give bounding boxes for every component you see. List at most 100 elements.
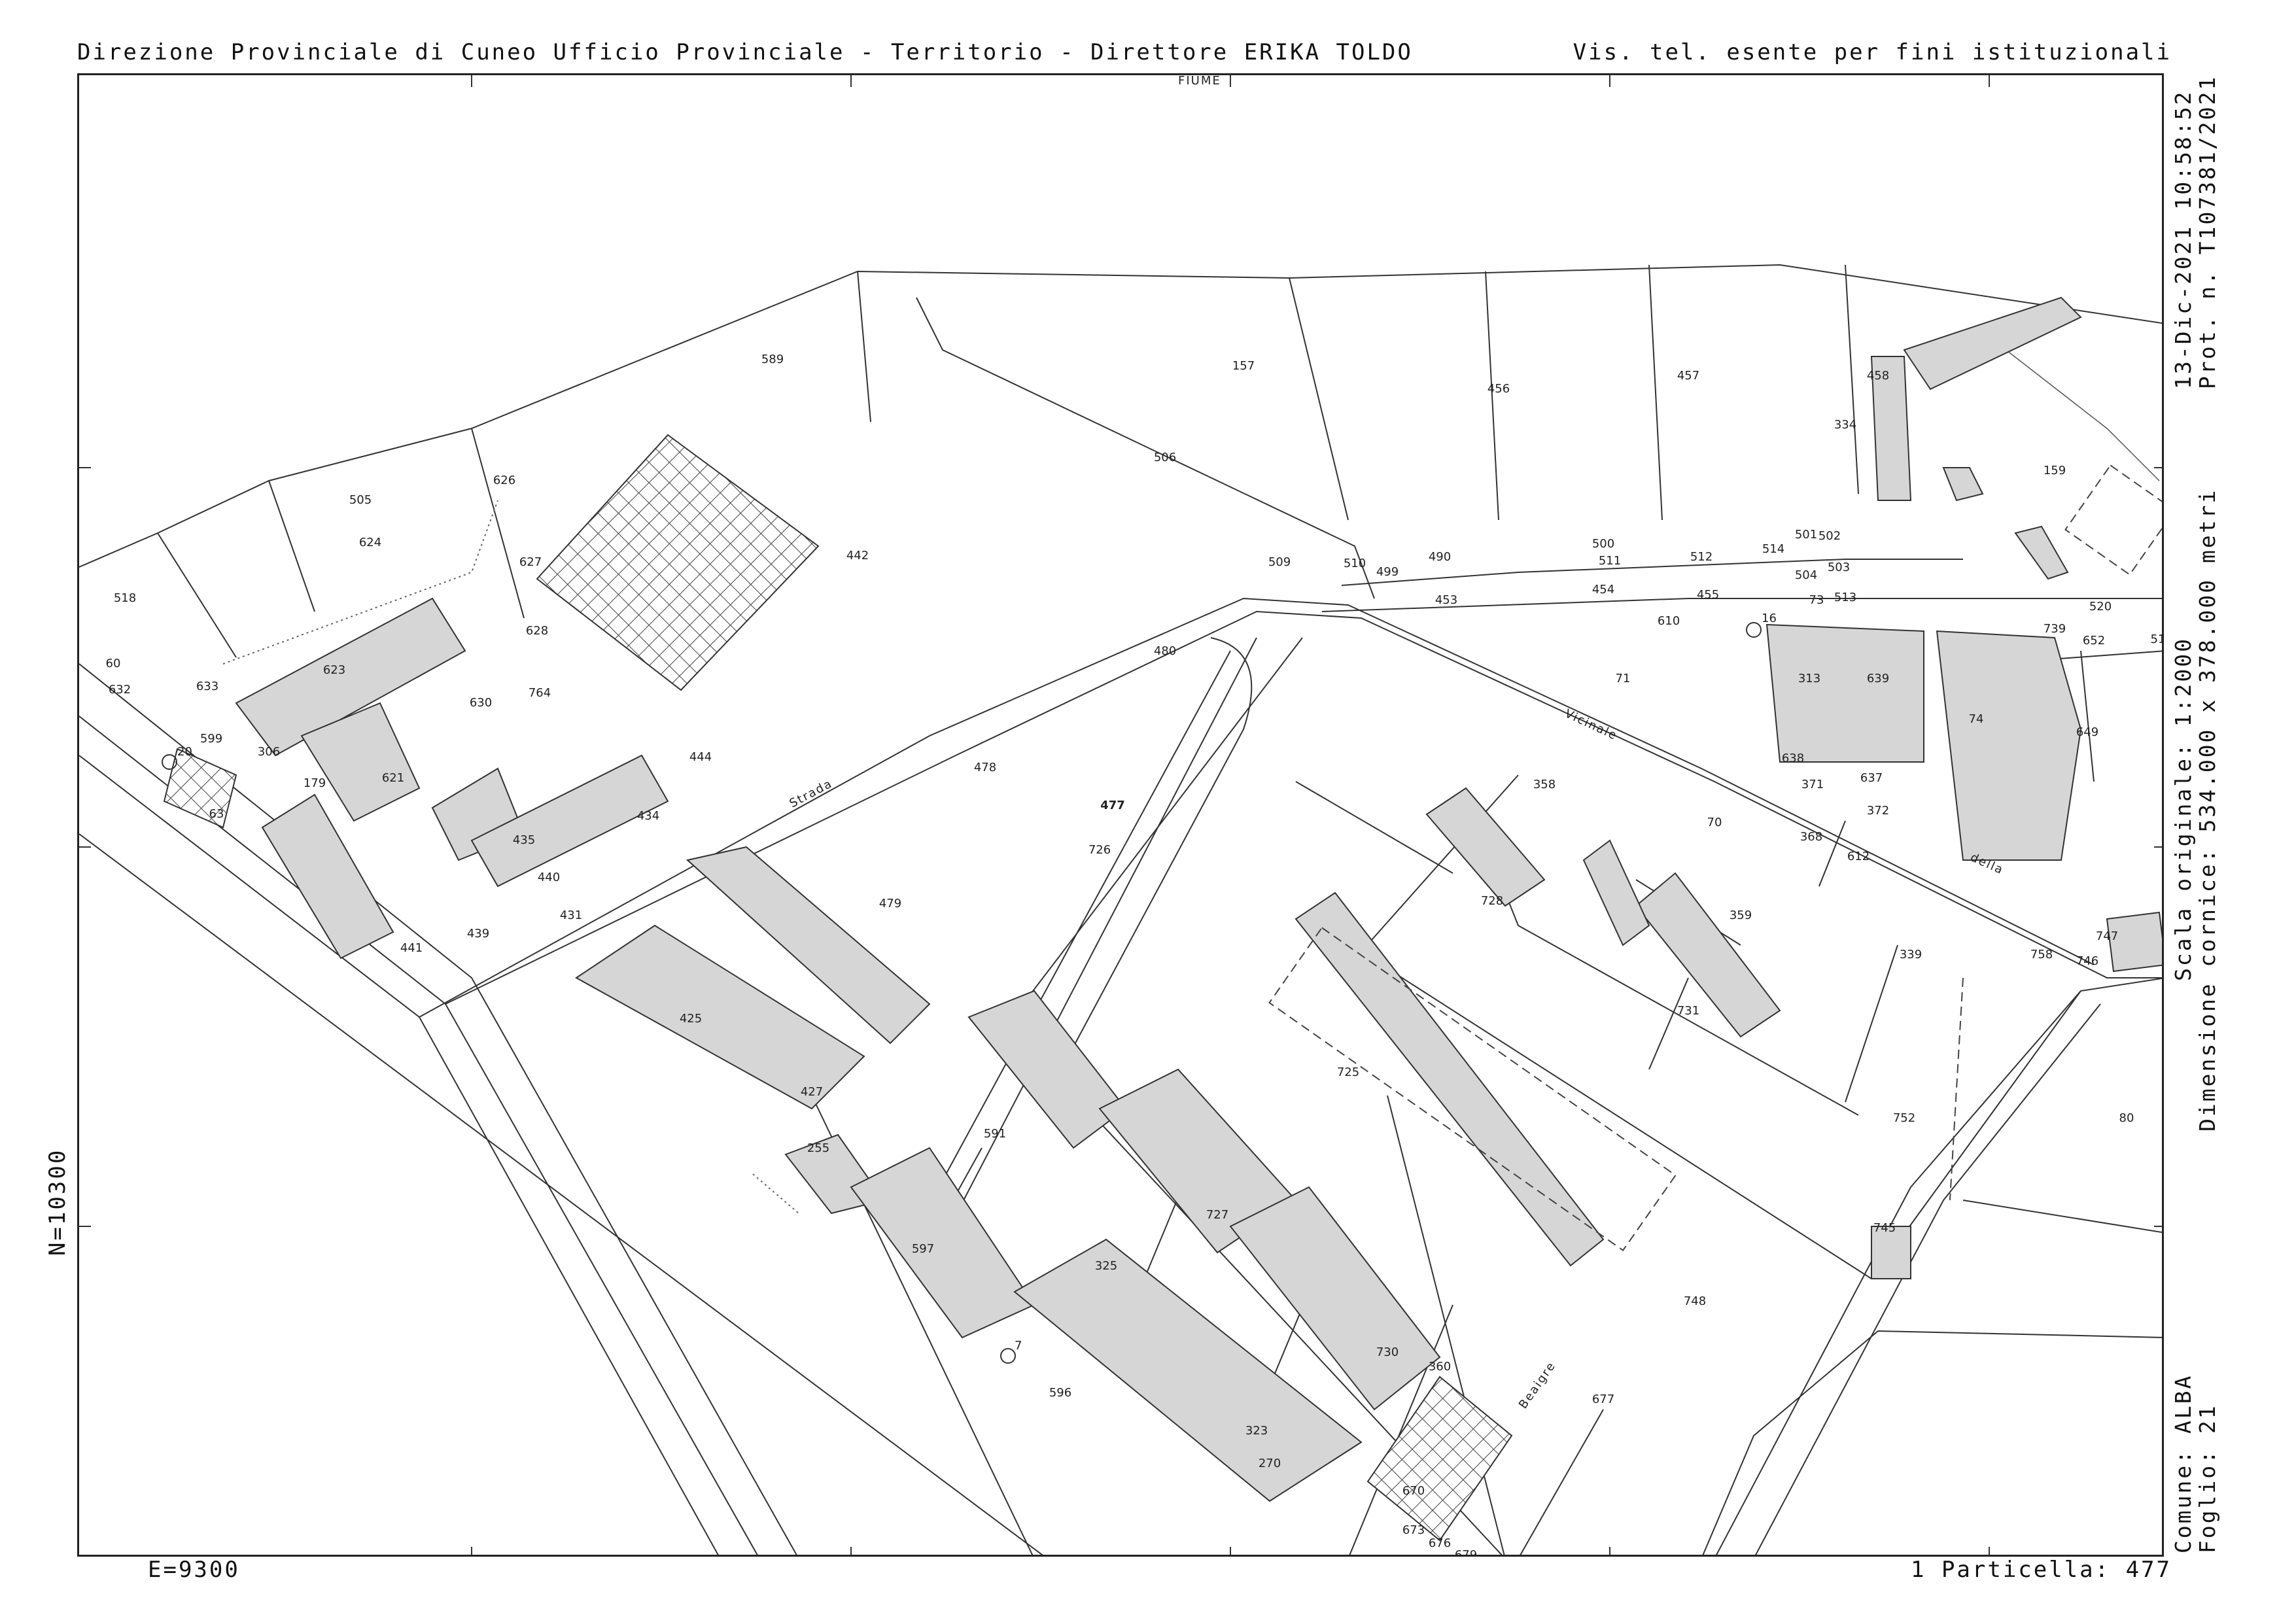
street-label: Vicinale: [1563, 706, 1620, 743]
parcel-label: 480: [1154, 644, 1176, 658]
parcel-label: 490: [1429, 550, 1451, 564]
parcel-label: 730: [1376, 1345, 1399, 1359]
parcel-label: 270: [1259, 1457, 1281, 1470]
foglio-text: Foglio: 21: [2195, 1404, 2220, 1553]
parcel-label: 506: [1154, 451, 1176, 464]
parcel-label: 764: [529, 686, 551, 700]
parcel-label: 441: [400, 941, 423, 955]
parcel-label: 673: [1402, 1523, 1425, 1537]
parcel-label: 758: [2030, 948, 2053, 961]
frame-ticks: [79, 75, 2162, 1555]
buildings: [235, 296, 2162, 1502]
parcel-label: 479: [879, 897, 901, 910]
parcel-label: 73: [1809, 593, 1824, 607]
parcel-label: 504: [1795, 568, 1817, 582]
comune-text: Comune: ALBA: [2170, 1374, 2196, 1553]
parcel-label: 520: [2089, 600, 2112, 614]
parcel-label: 455: [1697, 588, 1719, 602]
parcel-label: 727: [1206, 1208, 1228, 1222]
parcel-label: 509: [1268, 555, 1291, 569]
parcel-label: 359: [1730, 908, 1752, 922]
parcel-label: 747: [2096, 929, 2118, 943]
parcel-label: 626: [493, 474, 515, 487]
parcel-label: 313: [1798, 672, 1820, 685]
protocol-text: Prot. n. T107381/2021: [2195, 75, 2220, 389]
parcel-label: 623: [323, 663, 345, 677]
parcel-label: 649: [2076, 725, 2098, 739]
parcel-label: 511: [1599, 554, 1621, 568]
parcel-label: 505: [349, 493, 372, 507]
parcel-label: 80: [2119, 1111, 2134, 1125]
parcel-label: 612: [1847, 850, 1870, 863]
parcel-label: 453: [1435, 593, 1457, 607]
parcel-label: 71: [1616, 672, 1631, 685]
parcel-label: 510: [1344, 557, 1366, 570]
parcel-label: 157: [1232, 359, 1255, 373]
parcel-label: 599: [200, 732, 222, 746]
cadastral-map[interactable]: 5891575064564574585056246266274425186286…: [79, 75, 2164, 1557]
parcel-label: 514: [1762, 542, 1784, 556]
parcel-label: 358: [1533, 778, 1556, 791]
river-label: FIUME: [1178, 75, 1221, 88]
parcel-label: 596: [1049, 1386, 1071, 1400]
east-coordinate: E=9300: [148, 1557, 240, 1583]
parcel-label: 371: [1801, 778, 1824, 791]
parcel-label: 63: [209, 807, 224, 821]
parcel-label: 70: [1707, 816, 1722, 829]
parcel-label: 435: [513, 833, 535, 847]
parcel-label: 478: [974, 761, 996, 774]
parcel-label: 597: [912, 1242, 934, 1256]
street-label: Strada: [787, 776, 835, 810]
parcel-label: 425: [680, 1012, 702, 1026]
parcel-boundaries: [79, 264, 2162, 1555]
parcel-label: 627: [519, 555, 542, 569]
parcel-label: 621: [382, 771, 404, 785]
survey-points: [162, 622, 1762, 1364]
survey-point-label: 7: [1015, 1339, 1022, 1353]
survey-point-label: 20: [177, 745, 192, 759]
parcel-label: 745: [1873, 1221, 1896, 1235]
parcel-label: 440: [538, 871, 560, 884]
parcel-label: 502: [1818, 529, 1841, 543]
parcel-label: 633: [196, 680, 218, 693]
parcel-label: 728: [1481, 894, 1503, 908]
parcel-label: 624: [359, 536, 381, 549]
parcel-label: 630: [470, 696, 492, 710]
parcel-label: 456: [1487, 382, 1510, 396]
parcel-label: 726: [1088, 843, 1111, 857]
parcel-label: 60: [106, 657, 121, 670]
parcel-label: 731: [1677, 1004, 1699, 1018]
parcel-label: 638: [1782, 752, 1804, 765]
hatched-areas: [163, 434, 1513, 1542]
header-office-text: Direzione Provinciale di Cuneo Ufficio P…: [77, 39, 1413, 65]
parcel-label: 74: [1969, 712, 1984, 726]
parcel-label: 334: [1834, 418, 1856, 432]
parcel-label: 434: [637, 809, 659, 823]
parcel-label: 444: [689, 750, 712, 764]
parcel-label: 431: [560, 908, 582, 922]
scale-text: Scala originale: 1:2000: [2170, 637, 2196, 981]
parcel-label: 746: [2076, 954, 2098, 968]
parcel-label: 339: [1900, 948, 1922, 961]
parcel-label: 179: [304, 776, 326, 790]
parcel-label: 628: [526, 624, 548, 638]
parcel-label: 591: [984, 1127, 1006, 1141]
parcel-count-text: 1 Particella: 477: [1911, 1557, 2172, 1583]
parcel-label: 652: [2083, 634, 2105, 648]
parcel-label: 442: [846, 549, 869, 562]
parcel-label: 677: [1592, 1393, 1614, 1406]
parcel-label: 679: [1455, 1548, 1477, 1557]
parcel-label: 306: [258, 745, 280, 759]
parcel-label: 632: [109, 683, 131, 697]
parcel-label: 360: [1429, 1360, 1451, 1374]
street-label: Beaigre: [1516, 1359, 1559, 1411]
parcel-label: 676: [1429, 1536, 1451, 1550]
parcel-label: 323: [1245, 1424, 1268, 1438]
parcel-label: 752: [1893, 1111, 1915, 1125]
parcel-label: 739: [2044, 622, 2066, 636]
parcel-label: 499: [1376, 565, 1399, 579]
parcel-label: 454: [1592, 583, 1614, 597]
